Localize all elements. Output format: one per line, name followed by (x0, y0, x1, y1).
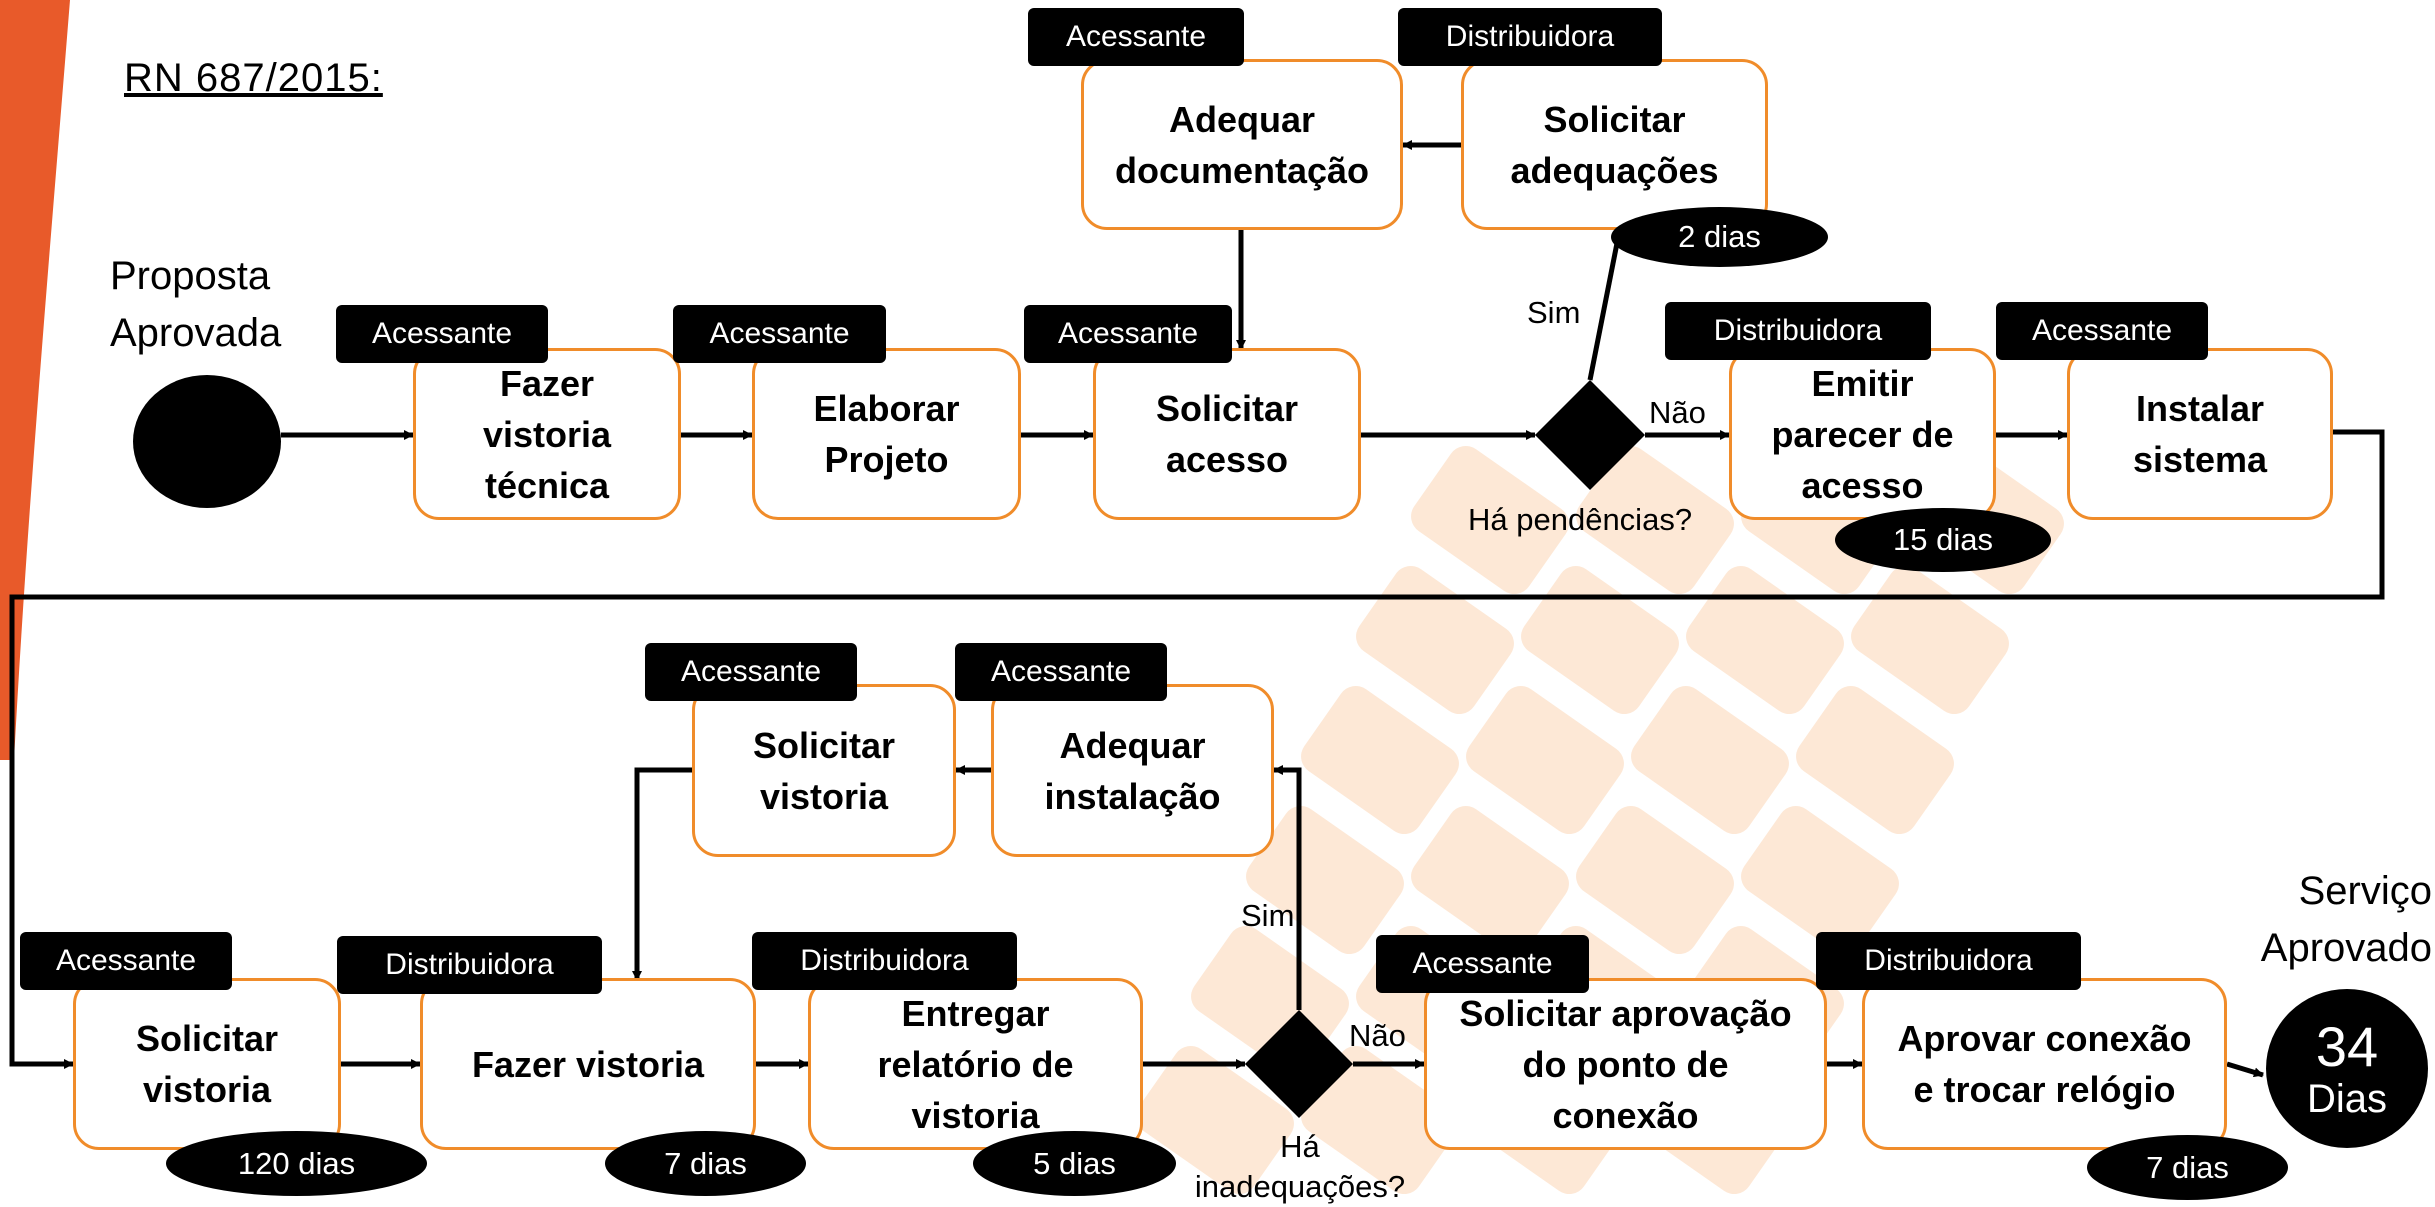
role-badge: Distribuidora (1665, 302, 1931, 360)
decision-yes-label: Sim (1241, 898, 1295, 933)
decor-tile (1851, 565, 2009, 715)
role-badge: Distribuidora (752, 932, 1017, 990)
regulation-title: RN 687/2015: (124, 56, 383, 100)
end-label: Serviço Aprovado (2260, 869, 2432, 970)
decor-tile (1576, 445, 1734, 595)
step-solicitar-vistoria-again: Solicitar vistoria (692, 684, 956, 857)
decision-diamond-inadequacoes (1245, 1010, 1353, 1118)
decor-tile (1411, 445, 1569, 595)
decision-question-pendencias: Há pendências? (1468, 502, 1693, 537)
arrow-solicitar-vistoria-to-fazer-vistoria (632, 767, 692, 981)
decor-tile (1356, 565, 1514, 715)
step-solicitar-adequacoes: Solicitar adequações (1461, 59, 1768, 230)
decision-no-label: Não (1349, 1018, 1406, 1053)
arrow-decision-yes-to-adequar-instalacao (1273, 765, 1302, 1010)
role-badge: Acessante (673, 305, 886, 363)
role-badge: Acessante (955, 643, 1167, 701)
total-days-unit: Dias (2306, 1076, 2388, 1121)
arrow-decision-yes-to-adequacoes (1587, 227, 1624, 381)
decision-question-inadequacoes: Há inadequações? (1194, 1129, 1406, 1204)
arrow-aprovar-to-end (2226, 1061, 2264, 1078)
decor-tile (1796, 685, 1954, 835)
decor-tile (1521, 565, 1679, 715)
step-emitir-parecer: Emitir parecer de acesso (1729, 348, 1996, 520)
days-badge: 15 dias (1835, 508, 2051, 572)
step-adequar-instalacao: Adequar instalação (991, 684, 1274, 857)
role-badge: Acessante (1376, 935, 1589, 993)
end-node: 34 Dias (2266, 989, 2428, 1148)
start-label: Proposta Aprovada (110, 254, 282, 355)
days-badge: 5 dias (973, 1131, 1176, 1196)
left-orange-stripe (0, 0, 70, 760)
step-elaborar-projeto: Elaborar Projeto (752, 348, 1021, 520)
role-badge: Acessante (1024, 305, 1232, 363)
decision-diamond-pendencias (1535, 380, 1645, 490)
decor-tile (1301, 1045, 1459, 1195)
role-badge: Acessante (1996, 302, 2208, 360)
arrow-instalar-wrap-to-solicitar-vistoria (9, 429, 2385, 1069)
step-solicitar-acesso: Solicitar acesso (1093, 348, 1361, 520)
role-badge: Distribuidora (1816, 932, 2081, 990)
role-badge: Distribuidora (1398, 8, 1662, 66)
role-badge: Acessante (20, 932, 232, 990)
decor-tile (1246, 805, 1404, 955)
role-badge: Acessante (1028, 8, 1244, 66)
decor-tile (1411, 805, 1569, 955)
decor-tile (1686, 565, 1844, 715)
role-badge: Acessante (645, 643, 857, 701)
step-instalar-sistema: Instalar sistema (2067, 348, 2333, 520)
step-solicitar-vistoria: Solicitar vistoria (73, 978, 341, 1150)
decor-tile (1576, 805, 1734, 955)
decor-tile (1631, 685, 1789, 835)
decision-yes-label: Sim (1527, 295, 1581, 330)
step-solicitar-aprovacao: Solicitar aprovação do ponto de conexão (1424, 978, 1827, 1150)
decision-no-label: Não (1649, 395, 1706, 430)
days-badge: 7 dias (605, 1131, 806, 1196)
decor-tile (1301, 685, 1459, 835)
role-badge: Distribuidora (337, 936, 602, 994)
days-badge: 2 dias (1611, 207, 1828, 267)
step-fazer-vistoria: Fazer vistoria (420, 978, 756, 1150)
role-badge: Acessante (336, 305, 548, 363)
decor-tile (1741, 805, 1899, 955)
days-badge: 120 dias (166, 1131, 427, 1196)
days-badge: 7 dias (2087, 1135, 2288, 1200)
step-entregar-relatorio: Entregar relatório de vistoria (808, 978, 1143, 1150)
decor-tile (1136, 1045, 1294, 1195)
total-days-number: 34 (2315, 1014, 2379, 1078)
start-node (133, 375, 281, 508)
step-fazer-vistoria-tecnica: Fazer vistoria técnica (413, 348, 681, 520)
step-adequar-documentacao: Adequar documentação (1081, 59, 1403, 230)
decor-tile (1466, 685, 1624, 835)
step-aprovar-conexao: Aprovar conexão e trocar relógio (1862, 978, 2227, 1150)
